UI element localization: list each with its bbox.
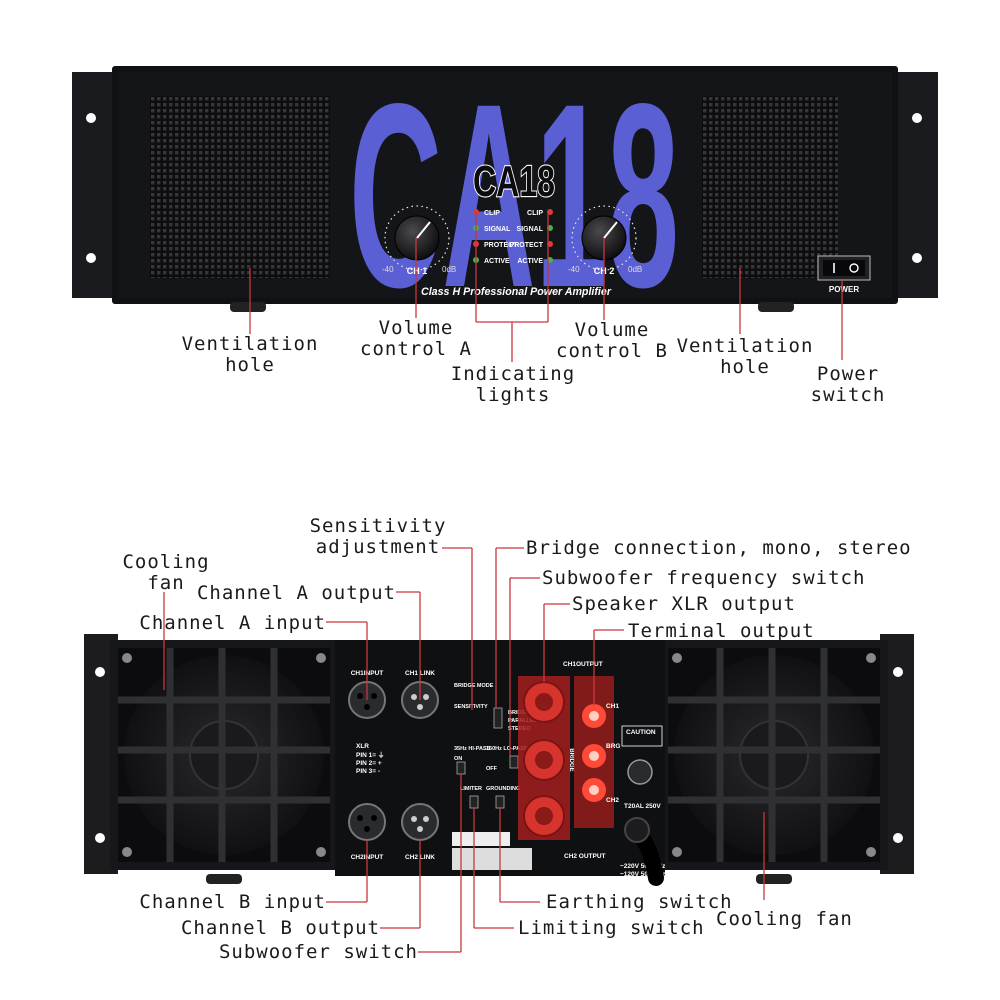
callout-channel-a-input: Channel A input [139, 612, 326, 634]
callout-terminal-output: Terminal output [628, 620, 815, 642]
xlr-pin-1: PIN 1= ⏚ [356, 751, 384, 759]
terminal-brg[interactable] [582, 744, 606, 768]
cooling-fan-right [668, 648, 880, 862]
on-text: ON [454, 756, 462, 762]
xlr-title: XLR [356, 743, 369, 750]
knob-a-max: 0dB [442, 265, 456, 274]
serial-label [452, 832, 510, 846]
callout-speaker-xlr-output: Speaker XLR output [572, 593, 796, 615]
callout-cooling-fan-left: Cooling fan [122, 551, 210, 594]
ch1-output-text: CH1OUTPUT [563, 661, 603, 668]
bridge-vertical-text: BRIDGE [568, 748, 574, 771]
speakon-output-2[interactable] [523, 795, 565, 837]
terminal-ch1-text: CH1 [606, 703, 619, 710]
subwoofer-switch[interactable] [456, 761, 466, 775]
indicator-lights-ch1: CLIP SIGNAL PROTECT ACTIVE [473, 209, 518, 265]
knob-b-min: -40 [568, 265, 580, 274]
callout-volume-control-a: Volume control A [360, 317, 472, 360]
callout-subwoofer-switch: Subwoofer switch [218, 941, 418, 963]
limiter-switch[interactable] [469, 795, 479, 809]
callout-limiting-switch: Limiting switch [518, 917, 705, 939]
freq-lopass-text: 150Hz LO-PASS [486, 746, 528, 752]
ch1-label: CH 1 [407, 266, 428, 276]
cooling-fan-left [118, 648, 330, 862]
freq-hipass-text: 35Hz HI-PASS [454, 746, 491, 752]
ch2-output-text: CH2 OUTPUT [564, 853, 606, 860]
limiter-text: LIMITER [460, 786, 482, 792]
callout-ventilation-hole-right: Ventilation hole [676, 335, 814, 378]
callout-sensitivity-adjustment: Sensitivity adjustment [309, 515, 447, 558]
rear-leader-lines [163, 547, 765, 953]
front-panel: CA18 CA18 -40 0dB CH 1 -40 0dB CH 2 CLIP… [72, 49, 938, 342]
terminal-ch2-text: CH2 [606, 797, 619, 804]
xlr-ch2-input[interactable] [348, 803, 386, 841]
callout-subwoofer-frequency-switch: Subwoofer frequency switch [542, 567, 866, 589]
grounding-text: GROUNDING [486, 786, 520, 792]
led-label-active-1: ACTIVE [484, 258, 510, 265]
bridge-mode-text: BRIDGE MODE [454, 683, 494, 689]
callout-bridge-connection: Bridge connection, mono, stereo [526, 537, 912, 559]
led-label-clip-2: CLIP [527, 210, 543, 217]
callout-ventilation-hole-left: Ventilation hole [181, 333, 319, 376]
fuse-text: T20AL 250V [624, 803, 661, 810]
ventilation-hole-left [150, 96, 330, 278]
led-label-protect-1: PROTECT [484, 242, 518, 249]
callout-power-switch: Power switch [810, 363, 886, 406]
subwoofer-frequency-switch[interactable] [509, 755, 519, 769]
off-text: OFF [486, 766, 498, 772]
sensitivity-text: SENSITIVITY [454, 704, 488, 710]
model-big-text: CA18 [349, 49, 679, 342]
speakon-output-bridge[interactable] [523, 739, 565, 781]
terminal-ch1[interactable] [582, 704, 606, 728]
led-label-signal-1: SIGNAL [484, 226, 511, 233]
rack-ear-left [72, 72, 116, 298]
led-label-protect-2: PROTECT [510, 242, 544, 249]
xlr-pin-2: PIN 2= + [356, 760, 382, 767]
mains-text-2: ~120V 50-60Hz [620, 871, 666, 878]
grounding-switch[interactable] [495, 795, 505, 809]
led-label-active-2: ACTIVE [517, 258, 543, 265]
callout-channel-b-output: Channel B output [180, 917, 380, 939]
volume-knob-a[interactable] [384, 205, 450, 271]
mains-text-1: ~220V 50-60Hz [620, 863, 666, 870]
led-label-signal-2: SIGNAL [517, 226, 544, 233]
front-leader-lines [249, 212, 843, 362]
callout-indicating-lights: Indicating lights [450, 363, 576, 406]
rack-ear-right [894, 72, 938, 298]
terminal-brg-text: BRG [606, 743, 620, 750]
front-subtitle: Class H Professional Power Amplifier [421, 286, 612, 298]
rear-panel: CH1INPUT CH1 LINK CH2INPUT CH2 LINK XLR … [84, 634, 914, 886]
callout-volume-control-b: Volume control B [556, 319, 668, 362]
power-switch[interactable] [817, 255, 871, 281]
knob-b-max: 0dB [628, 265, 642, 274]
callout-cooling-fan-right: Cooling fan [716, 908, 853, 930]
callout-earthing-switch: Earthing switch [546, 891, 733, 913]
speakon-output-1[interactable] [523, 681, 565, 723]
xlr-pin-3: PIN 3= - [356, 768, 380, 775]
ventilation-hole-right [702, 96, 838, 278]
callout-channel-a-output: Channel A output [196, 582, 396, 604]
model-badge: CA18 [473, 157, 555, 206]
caution-text: CAUTION [626, 729, 656, 736]
warning-label [452, 848, 532, 870]
xlr-ch2-link[interactable] [401, 803, 439, 841]
power-label: POWER [829, 285, 859, 294]
terminal-ch2[interactable] [582, 778, 606, 802]
fuse-holder[interactable] [627, 759, 653, 785]
led-label-clip-1: CLIP [484, 210, 500, 217]
callout-channel-b-input: Channel B input [139, 891, 326, 913]
knob-a-min: -40 [382, 265, 394, 274]
bridge-mode-switch[interactable] [493, 707, 503, 729]
